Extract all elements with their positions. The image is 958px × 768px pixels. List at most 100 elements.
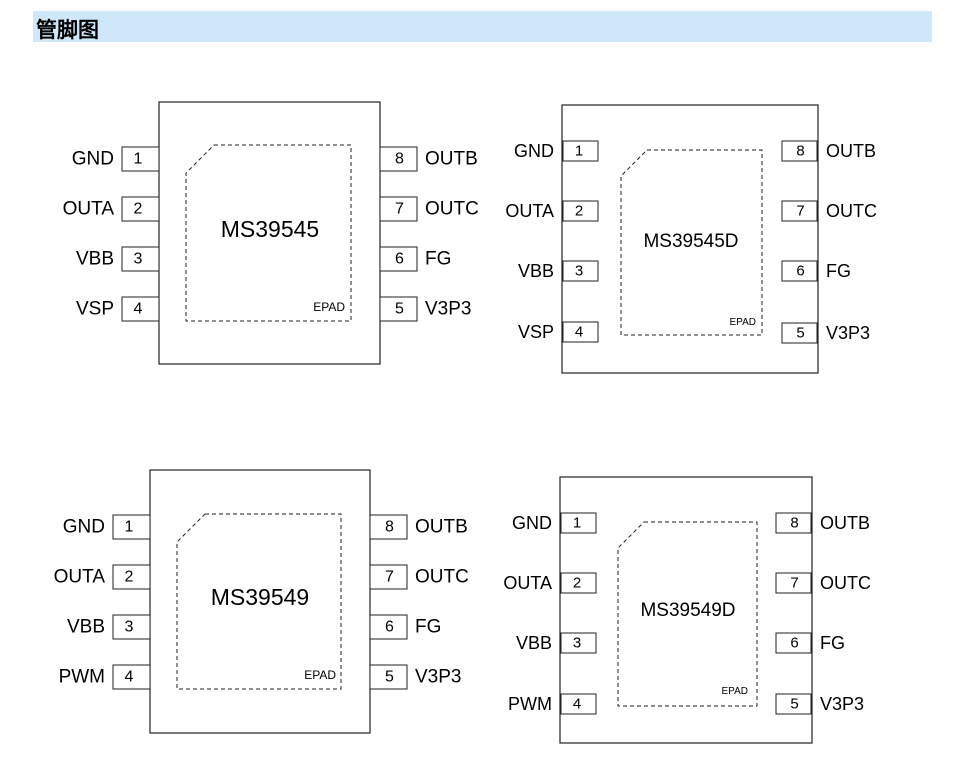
pin-8-label: OUTB [415,517,468,538]
pin-4 [560,693,597,715]
pin-4-label: VSP [76,299,114,320]
pin-6-label: FG [425,249,451,270]
pin-8-number: 8 [395,151,404,168]
pin-3-label: VBB [76,249,114,270]
epad-label: EPAD [304,668,336,682]
pin-4-label: PWM [508,694,552,714]
section-title: 管脚图 [36,18,99,42]
chip-name: MS39549 [211,584,309,610]
pin-4-label: PWM [59,667,105,688]
package-body [158,101,381,365]
epad-label: EPAD [722,686,749,697]
pin-7-label: OUTC [415,567,469,588]
pin-6-number: 6 [395,251,404,268]
pin-3-label: VBB [516,633,552,653]
pin-7-number: 7 [790,575,798,592]
chip-name: MS39549D [640,600,735,621]
pin-1-label: GND [72,149,114,170]
epad-outline [617,521,758,707]
pin-8-number: 8 [385,519,394,536]
pin-3-number: 3 [134,251,143,268]
pin-1-number: 1 [125,519,134,536]
pin-6-number: 6 [790,635,798,652]
pin-7-number: 7 [395,201,404,218]
pin-2-number: 2 [575,203,583,220]
pin-8-label: OUTB [820,513,870,533]
pin-4 [121,296,160,322]
pin-3-number: 3 [575,263,583,280]
pin-3 [560,632,597,654]
pin-2-number: 2 [125,569,134,586]
pin-2-label: OUTA [503,573,552,593]
epad-outline [176,513,342,690]
pin-1-number: 1 [134,151,143,168]
chip-name: MS39545 [221,216,319,242]
pin-7-number: 7 [796,203,804,220]
pin-5-label: V3P3 [425,299,471,320]
pin-7 [379,196,418,222]
pin-3-label: VBB [518,261,554,281]
pin-1 [112,514,151,540]
pin-4-label: VSP [518,322,554,342]
pin-6-label: FG [820,633,845,653]
pin-3 [121,246,160,272]
pin-8-label: OUTB [826,141,876,161]
pin-5-number: 5 [385,669,394,686]
pin-8 [781,140,818,162]
pin-8 [775,512,812,534]
pin-4-number: 4 [125,669,134,686]
pin-5-label: V3P3 [826,323,870,343]
pin-5 [379,296,418,322]
pin-2-label: OUTA [54,567,106,588]
pin-5 [781,322,818,344]
pin-2 [560,572,597,594]
pin-4-number: 4 [573,696,581,713]
pin-7-label: OUTC [425,199,479,220]
pin-5-number: 5 [395,301,404,318]
pin-5 [369,664,408,690]
pin-2-label: OUTA [505,201,554,221]
pin-3 [112,614,151,640]
pin-4-number: 4 [134,301,143,318]
pin-8-number: 8 [796,143,804,160]
pin-4 [112,664,151,690]
pin-3-number: 3 [125,619,134,636]
pin-4 [562,321,599,343]
pin-5-number: 5 [790,696,798,713]
pin-7-label: OUTC [820,573,871,593]
pin-1-label: GND [514,141,554,161]
pin-6 [781,260,818,282]
pin-3 [562,260,599,282]
pin-7 [775,572,812,594]
pin-2 [121,196,160,222]
pin-6 [369,614,408,640]
pin-1-label: GND [512,513,552,533]
pin-5-number: 5 [796,325,804,342]
pin-7 [369,564,408,590]
pin-5-label: V3P3 [820,694,864,714]
pin-1-label: GND [63,517,105,538]
pin-3-number: 3 [573,635,581,652]
pin-1 [121,146,160,172]
epad-label: EPAD [730,317,757,328]
pin-6-number: 6 [796,263,804,280]
package-body [559,476,813,744]
pin-7-label: OUTC [826,201,877,221]
pin-6-number: 6 [385,619,394,636]
pin-5-label: V3P3 [415,667,461,688]
pin-7 [781,200,818,222]
pin-1 [562,140,599,162]
section-header: 管脚图 [33,11,932,42]
pin-6 [775,632,812,654]
pin-2 [562,200,599,222]
pin-1 [560,512,597,534]
pin-1-number: 1 [575,143,583,160]
epad-label: EPAD [313,300,345,314]
pin-8 [379,146,418,172]
pin-8-label: OUTB [425,149,478,170]
pin-2-label: OUTA [63,199,115,220]
